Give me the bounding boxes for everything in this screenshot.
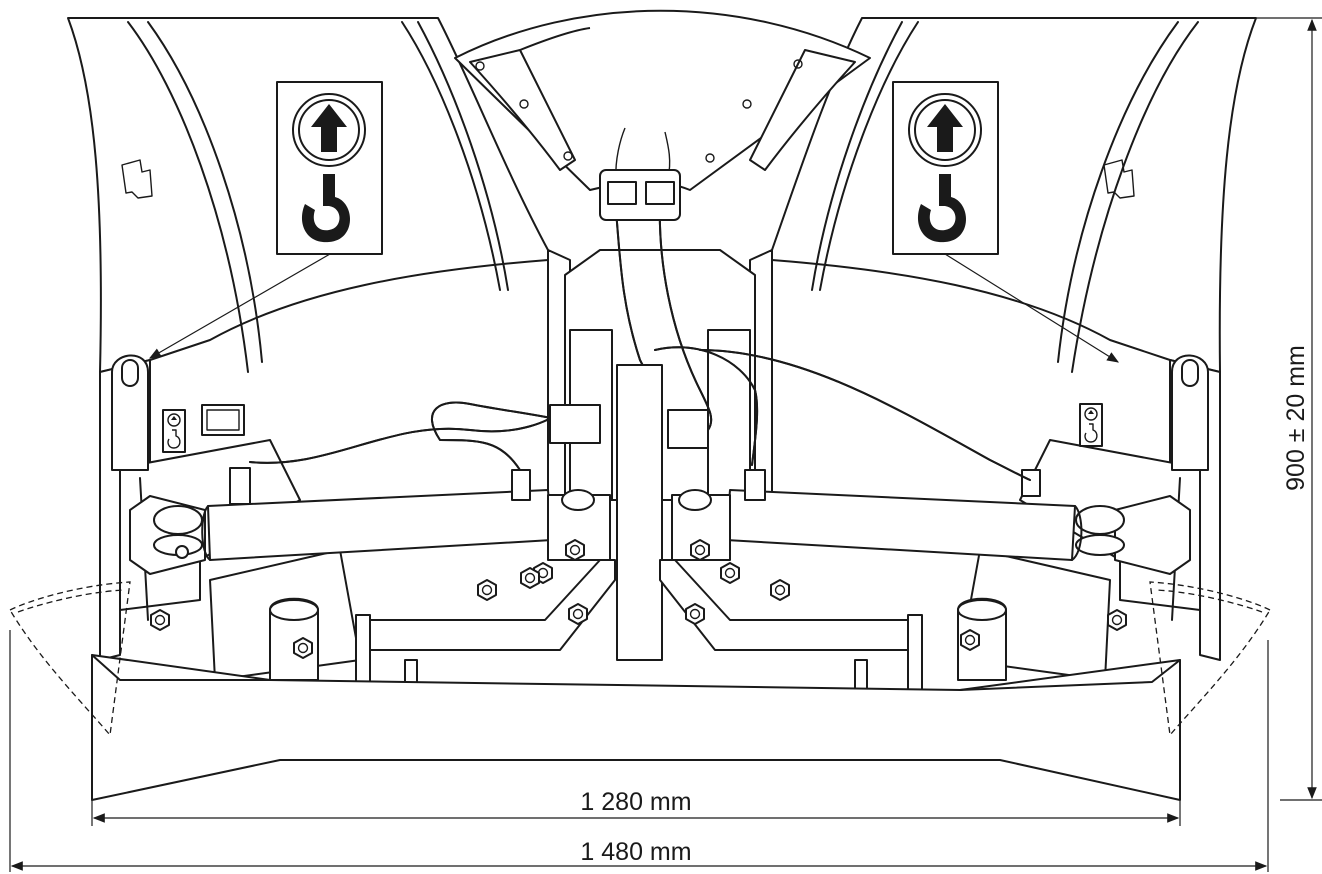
left-lifting-hook-icon [276, 81, 383, 255]
inner-width-label: 1 280 mm [580, 788, 691, 816]
right-wing-extension-dashed [1149, 581, 1271, 737]
inner-width-dimension: 1 280 mm [91, 788, 1181, 826]
left-hydraulic-cylinder [129, 467, 553, 575]
left-small-hook-icon [162, 409, 186, 453]
height-dimension-label: 900 ± 20 mm [1282, 345, 1310, 491]
center-arc-plate [454, 9, 871, 191]
right-lifting-eye [1171, 354, 1209, 471]
outer-width-dimension: 1 480 mm [9, 630, 1269, 872]
right-small-hook-icon [1079, 403, 1103, 447]
right-lifting-hook-icon [892, 81, 999, 255]
height-dimension: 900 ± 20 mm [1218, 17, 1322, 801]
left-lifting-eye [111, 354, 149, 471]
hydraulic-hoses [249, 127, 1031, 481]
left-wing-extension-dashed [9, 581, 131, 737]
outer-width-label: 1 480 mm [580, 838, 691, 866]
right-sign-leader-line [944, 253, 1120, 363]
cutting-edge [91, 654, 1181, 801]
right-hydraulic-cylinder [725, 469, 1191, 575]
left-sign-leader-line [148, 253, 331, 359]
